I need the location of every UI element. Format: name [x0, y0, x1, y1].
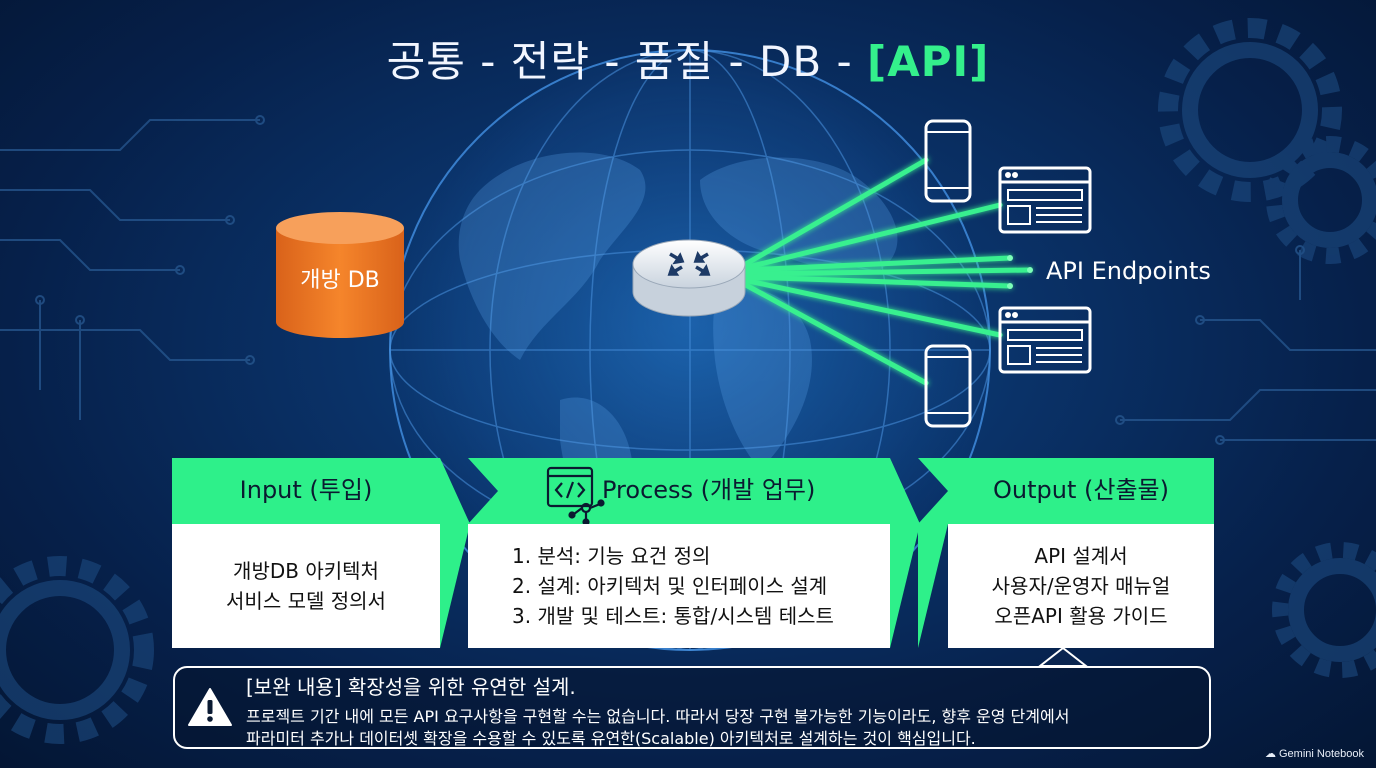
process-item: 3. 개발 및 테스트: 통합/시스템 테스트: [512, 604, 834, 628]
input-item: 개방DB 아키텍처: [233, 559, 379, 583]
watermark: ☁ Gemini Notebook: [1265, 747, 1364, 760]
note-pointer: [1037, 646, 1089, 667]
warning-icon: [188, 688, 232, 726]
title-accent: [API]: [867, 37, 990, 86]
title-prefix: 공통 - 전략 - 품질 - DB -: [386, 37, 868, 86]
output-body: API 설계서 사용자/운영자 매뉴얼 오픈API 활용 가이드: [948, 524, 1214, 648]
input-item: 서비스 모델 정의서: [226, 589, 386, 613]
process-item: 2. 설계: 아키텍처 및 인터페이스 설계: [512, 574, 828, 598]
process-body: 1. 분석: 기능 요건 정의 2. 설계: 아키텍처 및 인터페이스 설계 3…: [468, 524, 890, 648]
code-network-icon: [546, 466, 605, 526]
output-item: 오픈API 활용 가이드: [994, 604, 1168, 628]
input-chevron: [172, 458, 470, 524]
output-item: 사용자/운영자 매뉴얼: [991, 574, 1171, 598]
watermark-icon: ☁: [1264, 748, 1279, 760]
output-chevron-notch: [918, 524, 948, 648]
page-title: 공통 - 전략 - 품질 - DB - [API]: [0, 28, 1376, 89]
note-line: 프로젝트 기간 내에 모든 API 요구사항을 구현할 수는 없습니다. 따라서…: [246, 707, 1070, 726]
watermark-text: Gemini Notebook: [1279, 748, 1364, 760]
router-icon: [632, 239, 746, 317]
database-icon: [276, 212, 404, 338]
api-beams: [741, 157, 1033, 386]
input-body: 개방DB 아키텍처 서비스 모델 정의서: [172, 524, 440, 648]
browser-window-icon: [998, 306, 1092, 374]
database-label: 개방 DB: [300, 268, 380, 293]
smartphone-icon: [924, 344, 972, 428]
process-title: Process (개발 업무): [602, 476, 816, 504]
note-title: [보완 내용] 확장성을 위한 유연한 설계.: [246, 675, 576, 699]
smartphone-icon: [924, 119, 972, 203]
process-chevron-tail: [890, 524, 920, 648]
process-item: 1. 분석: 기능 요건 정의: [512, 544, 711, 568]
output-title: Output (산출물): [993, 476, 1169, 504]
input-title: Input (투입): [239, 476, 373, 504]
note-box: [173, 666, 1211, 749]
beam-endpoint-dots: [1007, 255, 1033, 289]
circuit-traces: [0, 115, 1376, 445]
gear-icon: [0, 18, 1376, 744]
note-line: 파라미터 추가나 데이터셋 확장을 수용할 수 있도록 유연한(Scalable…: [246, 729, 976, 748]
output-chevron: [918, 458, 1214, 524]
api-endpoints-label: API Endpoints: [1046, 257, 1211, 285]
input-chevron-tail: [440, 524, 470, 648]
output-item: API 설계서: [1034, 544, 1128, 568]
browser-window-icon: [998, 166, 1092, 234]
